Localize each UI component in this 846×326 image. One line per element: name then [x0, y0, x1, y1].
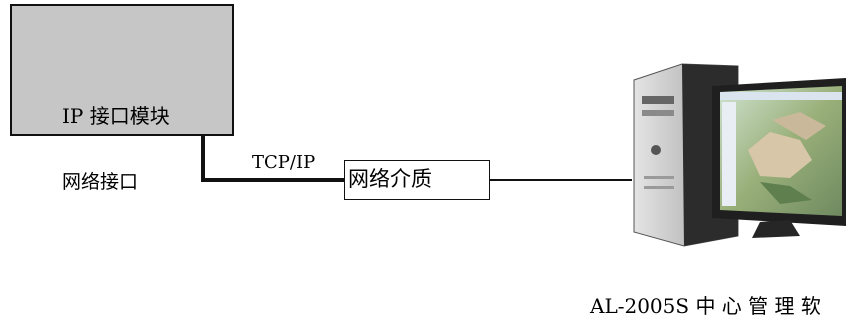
- computer-monitor: [712, 78, 846, 238]
- network-medium-box: [344, 160, 490, 200]
- network-medium-label: 网络介质: [348, 167, 432, 191]
- ip-module-label: IP 接口模块: [62, 104, 170, 128]
- management-software-label: AL-2005S 中 心 管 理 软: [590, 294, 821, 318]
- module-to-medium-line: [201, 136, 344, 182]
- ip-module-box: [10, 4, 234, 136]
- protocol-label: TCP/IP: [252, 152, 316, 173]
- network-interface-label: 网络接口: [62, 171, 139, 193]
